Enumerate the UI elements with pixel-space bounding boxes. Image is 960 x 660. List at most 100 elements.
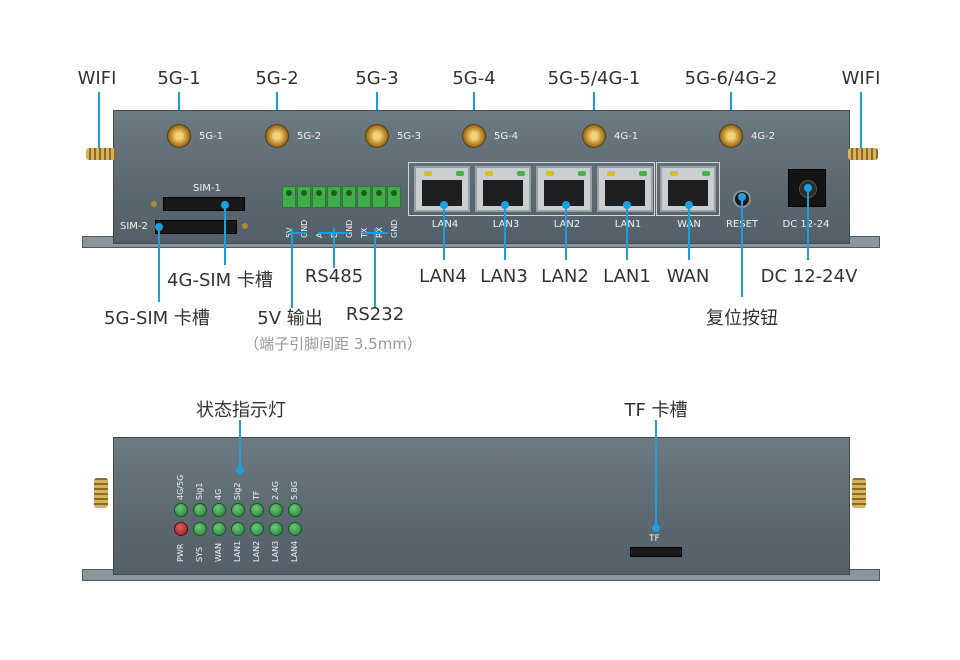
- led-label-58g: 5.8G: [290, 481, 299, 500]
- bracket: [291, 232, 307, 234]
- label-5g-sim: 5G-SIM 卡槽: [104, 308, 210, 329]
- callout-line: [374, 228, 376, 308]
- silk-tf: TF: [649, 534, 660, 544]
- label-lan1: LAN1: [603, 266, 651, 287]
- callout-line: [807, 188, 809, 260]
- label-wifi-right: WIFI: [841, 68, 881, 89]
- led-pwr: [174, 522, 188, 536]
- led-wan: [212, 522, 226, 536]
- callout-dot: [652, 524, 660, 532]
- terminal-pin: [372, 186, 386, 208]
- led-tf: [250, 503, 264, 517]
- callout-line: [98, 92, 100, 150]
- callout-line: [224, 205, 226, 265]
- silk-term-2: GND: [300, 219, 309, 238]
- silk-lan1: LAN1: [614, 219, 642, 230]
- silk-4g-2: 4G-2: [751, 131, 776, 142]
- callout-line: [443, 205, 445, 260]
- led-4g5g: [174, 503, 188, 517]
- silk-term-5: GND: [345, 219, 354, 238]
- label-5g-6-4g-2: 5G-6/4G-2: [684, 68, 778, 89]
- silk-dc: DC 12-24: [782, 219, 830, 230]
- label-rs232: RS232: [345, 304, 405, 325]
- label-lan3: LAN3: [480, 266, 528, 287]
- led-sig1: [193, 503, 207, 517]
- led-label-24g: 2.4G: [271, 481, 280, 500]
- silk-5g-3: 5G-3: [397, 131, 422, 142]
- sim-led: [151, 201, 157, 207]
- terminal-pin: [327, 186, 341, 208]
- label-dc: DC 12-24V: [760, 266, 858, 287]
- terminal-block: [282, 186, 402, 212]
- led-label-lan2: LAN2: [252, 540, 261, 562]
- silk-lan3: LAN3: [492, 219, 520, 230]
- antenna-connector-5g-2: [265, 124, 289, 148]
- callout-line: [688, 205, 690, 260]
- led-label-sig1: Sig1: [195, 482, 204, 500]
- led-lan4: [288, 522, 302, 536]
- silk-5g-1: 5G-1: [199, 131, 224, 142]
- led-lan3: [269, 522, 283, 536]
- terminal-pin: [342, 186, 356, 208]
- led-sys: [193, 522, 207, 536]
- label-5g-3: 5G-3: [355, 68, 399, 89]
- antenna-connector-4g-2: [719, 124, 743, 148]
- sim-slot-1[interactable]: [163, 197, 245, 211]
- terminal-pin: [297, 186, 311, 208]
- silk-sim-2: SIM-2: [120, 221, 148, 232]
- label-status-leds: 状态指示灯: [196, 400, 286, 421]
- label-5g-5-4g-1: 5G-5/4G-1: [547, 68, 641, 89]
- bracket: [362, 232, 388, 234]
- callout-line: [565, 205, 567, 260]
- label-5g-4: 5G-4: [452, 68, 496, 89]
- label-wifi-left: WIFI: [77, 68, 117, 89]
- label-4g-sim: 4G-SIM 卡槽: [167, 270, 273, 291]
- terminal-pin: [312, 186, 326, 208]
- silk-5g-4: 5G-4: [494, 131, 519, 142]
- bracket: [318, 232, 348, 234]
- sim-led: [242, 223, 248, 229]
- label-tf-slot: TF 卡槽: [624, 400, 688, 421]
- callout-line: [291, 228, 293, 308]
- callout-dot: [236, 466, 244, 474]
- label-pitch-note: （端子引脚间距 3.5mm）: [244, 335, 422, 353]
- tf-card-slot[interactable]: [630, 547, 682, 557]
- silk-lan4: LAN4: [431, 219, 459, 230]
- label-reset: 复位按钮: [706, 308, 778, 329]
- antenna-stub-right: [852, 478, 866, 508]
- led-24g: [269, 503, 283, 517]
- callout-line: [239, 420, 241, 468]
- callout-line: [626, 205, 628, 260]
- led-label-sig2: Sig2: [233, 482, 242, 500]
- label-rs485: RS485: [304, 266, 364, 287]
- led-label-lan4: LAN4: [290, 540, 299, 562]
- label-lan4: LAN4: [419, 266, 467, 287]
- led-sig2: [231, 503, 245, 517]
- label-wan: WAN: [666, 266, 710, 287]
- antenna-connector-5g-4: [462, 124, 486, 148]
- terminal-pin: [282, 186, 296, 208]
- antenna-stub-left: [94, 478, 108, 508]
- label-lan2: LAN2: [541, 266, 589, 287]
- silk-4g-1: 4G-1: [614, 131, 639, 142]
- led-label-4g: 4G: [214, 488, 223, 500]
- silk-sim-1: SIM-1: [193, 183, 221, 194]
- led-label-4g5g: 4G/5G: [176, 474, 185, 500]
- antenna-connector-4g-1: [582, 124, 606, 148]
- label-5v-output: 5V 输出: [257, 308, 323, 329]
- terminal-pin: [357, 186, 371, 208]
- terminal-pin: [387, 186, 401, 208]
- led-lan1: [231, 522, 245, 536]
- silk-5g-2: 5G-2: [297, 131, 322, 142]
- label-5g-2: 5G-2: [255, 68, 299, 89]
- led-4g: [212, 503, 226, 517]
- wifi-antenna-right: [848, 148, 878, 160]
- led-label-sys: SYS: [195, 546, 204, 562]
- led-label-pwr: PWR: [176, 543, 185, 562]
- antenna-connector-5g-1: [167, 124, 191, 148]
- led-lan2: [250, 522, 264, 536]
- led-58g: [288, 503, 302, 517]
- callout-line: [158, 227, 160, 302]
- led-label-lan3: LAN3: [271, 540, 280, 562]
- label-5g-1: 5G-1: [157, 68, 201, 89]
